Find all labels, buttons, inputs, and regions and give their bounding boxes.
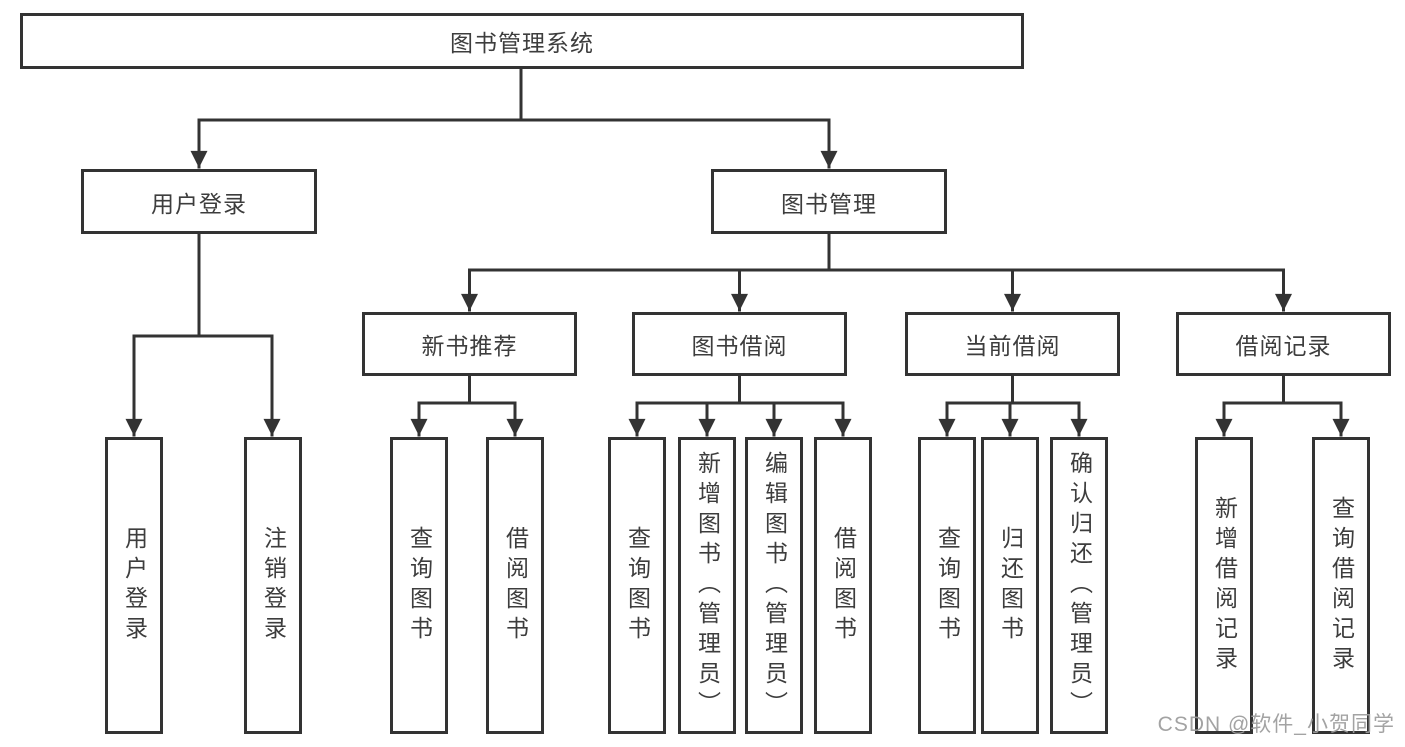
leaf-query-books-3-label: 查询图书 <box>934 525 961 646</box>
leaf-query-books-3: 查询图书 <box>918 437 976 734</box>
node-book-borrowing-label: 图书借阅 <box>691 333 788 359</box>
leaf-confirm-return-admin: 确认归还（管理员） <box>1050 437 1108 734</box>
leaf-borrow-books-1: 借阅图书 <box>486 437 544 734</box>
leaf-query-borrow-record-label: 查询借阅记录 <box>1328 495 1355 676</box>
node-current-borrowing-label: 当前借阅 <box>964 333 1061 359</box>
leaf-return-books: 归还图书 <box>981 437 1039 734</box>
leaf-user-login: 用户登录 <box>105 437 163 734</box>
leaf-add-books-admin-label: 新增图书（管理员） <box>694 450 721 721</box>
leaf-edit-books-admin: 编辑图书（管理员） <box>745 437 803 734</box>
node-borrow-records-label: 借阅记录 <box>1235 333 1332 359</box>
leaf-query-books-1-label: 查询图书 <box>406 525 433 646</box>
node-borrow-records: 借阅记录 <box>1176 312 1391 376</box>
leaf-add-books-admin: 新增图书（管理员） <box>678 437 736 734</box>
leaf-add-borrow-record: 新增借阅记录 <box>1195 437 1253 734</box>
csdn-watermark: CSDN @软件_小贺同学 <box>1157 713 1395 736</box>
node-book-management-label: 图书管理 <box>781 190 877 217</box>
node-root: 图书管理系统 <box>20 13 1024 69</box>
node-new-book-recommend-label: 新书推荐 <box>421 333 518 359</box>
node-book-borrowing: 图书借阅 <box>632 312 847 376</box>
leaf-query-books-2-label: 查询图书 <box>624 525 651 646</box>
node-book-management: 图书管理 <box>711 169 947 234</box>
leaf-confirm-return-admin-label: 确认归还（管理员） <box>1066 450 1093 721</box>
node-root-label: 图书管理系统 <box>450 30 594 56</box>
leaf-edit-books-admin-label: 编辑图书（管理员） <box>761 450 788 721</box>
leaf-borrow-books-1-label: 借阅图书 <box>502 525 529 646</box>
node-current-borrowing: 当前借阅 <box>905 312 1120 376</box>
leaf-return-books-label: 归还图书 <box>997 525 1024 646</box>
leaf-user-login-label: 用户登录 <box>121 525 148 646</box>
leaf-query-books-2: 查询图书 <box>608 437 666 734</box>
leaf-query-borrow-record: 查询借阅记录 <box>1312 437 1370 734</box>
leaf-logout-label: 注销登录 <box>260 525 287 646</box>
node-user-login-label: 用户登录 <box>151 190 247 217</box>
leaf-logout: 注销登录 <box>244 437 302 734</box>
leaf-borrow-books-2-label: 借阅图书 <box>830 525 857 646</box>
leaf-add-borrow-record-label: 新增借阅记录 <box>1211 495 1238 676</box>
node-user-login: 用户登录 <box>81 169 317 234</box>
leaf-query-books-1: 查询图书 <box>390 437 448 734</box>
leaf-borrow-books-2: 借阅图书 <box>814 437 872 734</box>
node-new-book-recommend: 新书推荐 <box>362 312 577 376</box>
